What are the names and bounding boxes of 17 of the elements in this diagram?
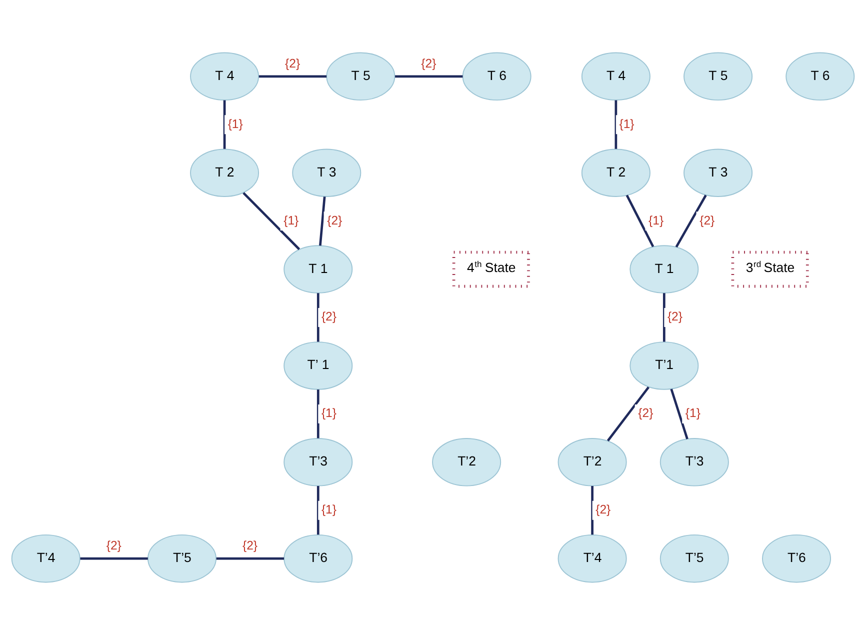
edge-label: {2} <box>321 310 336 324</box>
edge-label: {1} <box>284 213 299 228</box>
edge-label: {1} <box>648 213 664 228</box>
edge-label: {2} <box>285 56 300 70</box>
edge-label: {2} <box>242 538 258 553</box>
edge-label: {1} <box>321 406 336 420</box>
edge-label: {2} <box>667 310 683 324</box>
edge-label: {2} <box>106 538 122 553</box>
edge-label: {1} <box>619 116 634 131</box>
edge-label: {2} <box>327 213 342 228</box>
edge-label: {2} <box>596 502 611 517</box>
edge-label: {1} <box>321 502 336 517</box>
edge-label: {2} <box>421 56 436 70</box>
edge-label: {1} <box>228 116 243 131</box>
edge-label: {1} <box>685 406 700 420</box>
edge-label: {2} <box>638 406 654 420</box>
edge-label: {2} <box>700 213 715 228</box>
